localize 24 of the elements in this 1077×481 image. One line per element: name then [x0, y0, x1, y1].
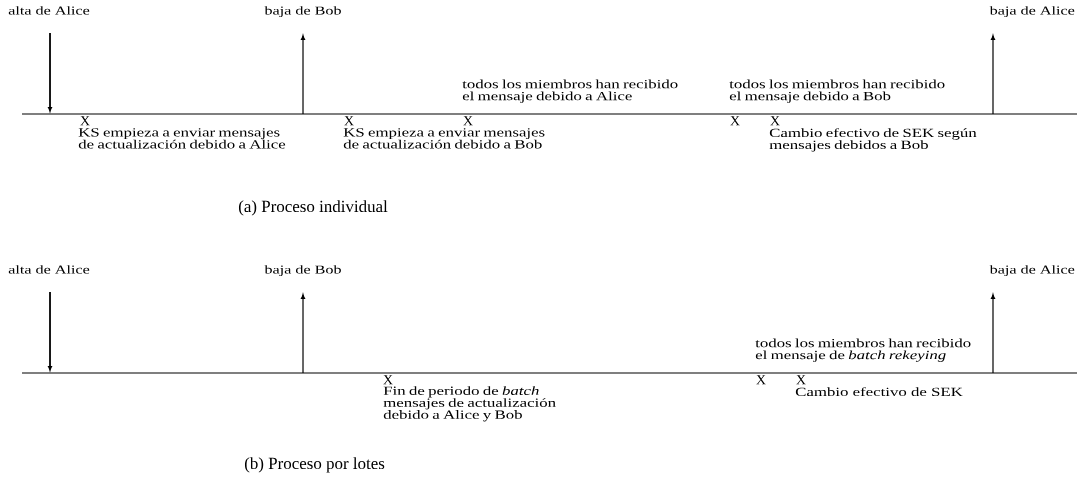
- annotation: todos los miembros han recibido el mensaje debido a Alice: [462, 79, 678, 103]
- event-label: baja de Alice: [989, 6, 1075, 18]
- cross-mark: X: [383, 375, 393, 385]
- annotation: todos los miembros han recibido el mensaje de batch rekeying: [755, 338, 971, 362]
- subfigure-caption: (a) Proceso individual: [238, 200, 388, 216]
- cross-mark: X: [796, 375, 806, 385]
- subfigure-caption: (b) Proceso por lotes: [244, 457, 385, 473]
- cross-mark: X: [730, 116, 740, 126]
- annotation: KS empieza a enviar mensajes de actualización debido a Bob: [343, 128, 545, 149]
- event-label: baja de Alice: [989, 265, 1075, 277]
- event-label: alta de Alice: [8, 6, 90, 15]
- cross-mark: X: [463, 116, 473, 126]
- annotation: KS empieza a enviar mensajes de actualización debido a Alice: [78, 128, 286, 149]
- event-label: baja de Bob: [264, 265, 341, 277]
- event-label: baja de Bob: [264, 6, 341, 18]
- annotation: todos los miembros han recibido el mensaje debido a Bob: [729, 79, 945, 103]
- event-label: alta de Alice: [8, 265, 90, 274]
- cross-mark: X: [344, 116, 354, 126]
- cross-mark: X: [80, 116, 90, 126]
- annotation: Cambio efectivo de SEK según mensajes debidos a Bob: [769, 128, 977, 152]
- annotation: Cambio efectivo de SEK: [795, 387, 963, 397]
- cross-mark: X: [770, 116, 780, 126]
- cross-mark: X: [756, 375, 766, 385]
- annotation: Fin de periodo de batch mensajes de actualización debido a Alice y Bob: [383, 386, 556, 422]
